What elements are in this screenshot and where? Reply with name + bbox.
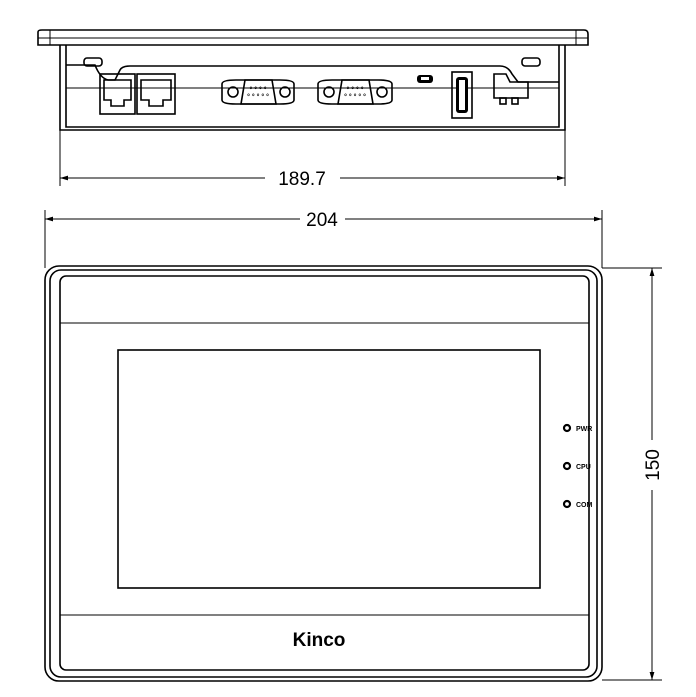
outer-frame (44, 265, 603, 682)
latch-slot (83, 57, 103, 67)
power-terminal (493, 73, 529, 105)
led-indicator-icon (562, 499, 572, 509)
rear-body (59, 45, 566, 131)
front-view: Kinco PWR CPU COM (44, 265, 603, 682)
led-pwr: PWR (562, 423, 592, 433)
dimension-rear-width: 189.7 (59, 130, 566, 190)
rj45-port (136, 73, 176, 115)
latch-slot (521, 57, 541, 67)
top-view: ° ° ° ° ° ° ° ° ° ° ° ° ° ° ° ° ° ° (37, 29, 589, 131)
dimension-label: 204 (306, 210, 338, 231)
flange (37, 29, 589, 46)
db9-port: ° ° ° ° ° ° ° ° ° (221, 79, 295, 105)
bezel (59, 275, 590, 671)
svg-text:° ° ° °: ° ° ° ° (346, 86, 363, 94)
db9-port: ° ° ° ° ° ° ° ° ° (317, 79, 393, 105)
svg-text:° ° ° °: ° ° ° ° (249, 86, 266, 94)
led-com: COM (562, 499, 593, 509)
brand-logo: Kinco (293, 630, 346, 651)
rj45-port (99, 73, 136, 115)
led-indicator-icon (562, 461, 572, 471)
dimension-front-height: 150 (602, 267, 664, 681)
led-cpu: CPU (562, 461, 591, 471)
led-indicator-icon (562, 423, 572, 433)
svg-text:° ° ° ° °: ° ° ° ° ° (344, 93, 366, 101)
usb-a-port (451, 71, 473, 119)
svg-text:° ° ° ° °: ° ° ° ° ° (247, 93, 269, 101)
dimension-label: 189.7 (278, 169, 326, 190)
svg-text:CPU: CPU (576, 464, 591, 471)
display-screen (117, 349, 541, 589)
dimension-label: 150 (643, 449, 664, 481)
svg-text:PWR: PWR (576, 426, 592, 433)
svg-text:COM: COM (576, 502, 593, 509)
dimension-front-width: 204 (44, 210, 603, 268)
